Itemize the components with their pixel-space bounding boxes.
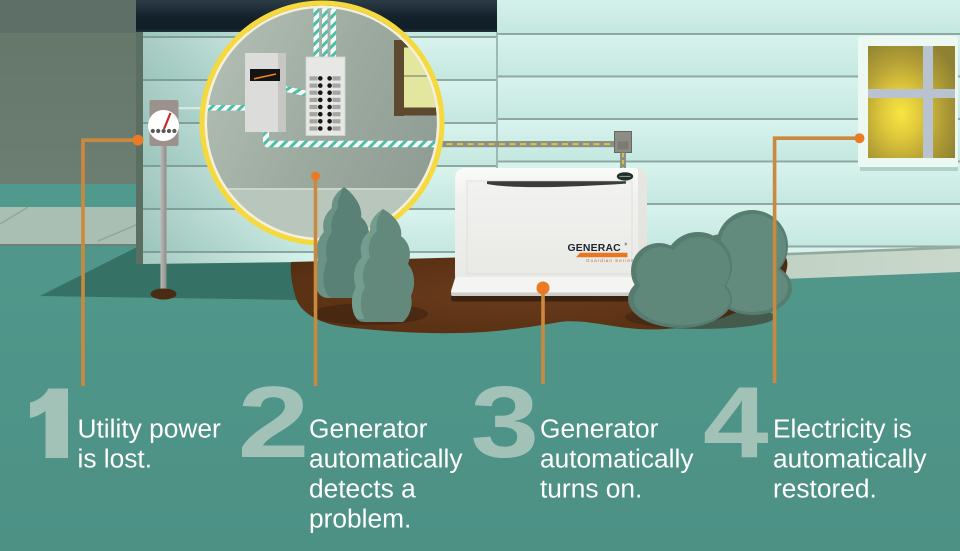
svg-text:problem.: problem.: [309, 504, 411, 534]
svg-text:®: ®: [625, 243, 628, 247]
svg-text:3: 3: [471, 365, 540, 478]
svg-text:automatically: automatically: [309, 444, 463, 474]
svg-text:automatically: automatically: [773, 444, 927, 474]
svg-text:Utility power: Utility power: [78, 414, 221, 444]
svg-text:GENERAC: GENERAC: [568, 243, 622, 254]
svg-text:Generator: Generator: [309, 414, 428, 444]
svg-text:turns on.: turns on.: [540, 474, 642, 504]
svg-text:Generator: Generator: [540, 414, 659, 444]
svg-text:2: 2: [238, 365, 310, 478]
svg-text:detects a: detects a: [309, 474, 416, 504]
svg-text:is lost.: is lost.: [78, 444, 153, 474]
svg-text:automatically: automatically: [540, 444, 694, 474]
svg-text:4: 4: [703, 366, 769, 480]
svg-text:restored.: restored.: [773, 474, 877, 504]
svg-text:Electricity is: Electricity is: [773, 414, 912, 444]
svg-text:Guardian Series: Guardian Series: [586, 258, 634, 263]
